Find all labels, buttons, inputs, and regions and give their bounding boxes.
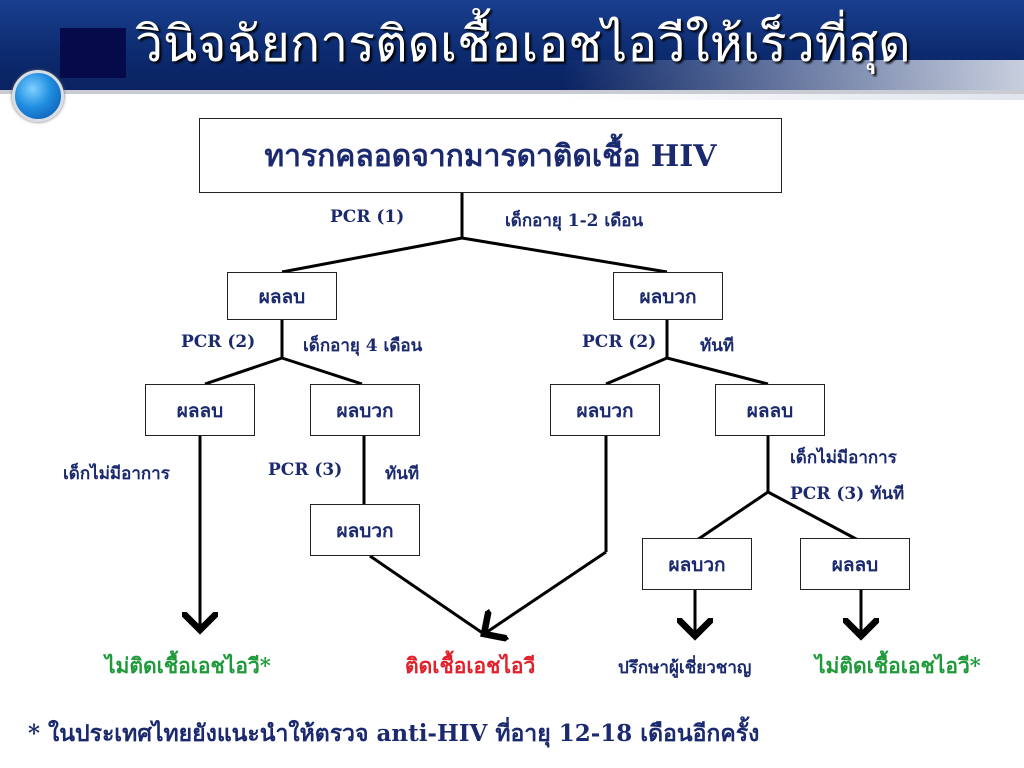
node-negative-l3d: ผลลบ [800,538,910,590]
immediately-right-label: ทันที [700,336,735,356]
pcr1-label: PCR (1) [330,207,405,227]
outcome-not-infected-right: ไม่ติดเชื้อเอชไอวี* [815,653,981,678]
pcr3-mid-label: PCR (3) [268,460,343,480]
pcr2-right-label: PCR (2) [582,332,657,352]
outcome-consult-specialist: ปรึกษาผู้เชี่ยวชาญ [618,658,752,678]
outcome-infected: ติดเชื้อเอชไอวี [405,653,536,678]
node-negative-l1: ผลลบ [227,272,337,320]
banner-square-decoration [60,28,126,78]
pcr2-left-label: PCR (2) [181,332,256,352]
node-positive-l3d: ผลบวก [642,538,752,590]
root-box: ทารกคลอดจากมารดาติดเชื้อ HIV [199,118,782,193]
no-symptom-left-label: เด็กไม่มีอาการ [63,464,170,484]
age-4-label: เด็กอายุ 4 เดือน [303,336,423,356]
age-1-2-label: เด็กอายุ 1-2 เดือน [505,211,644,231]
footnote: * ในประเทศไทยยังแนะนำให้ตรวจ anti-HIV ที… [28,720,760,747]
node-positive-l2b: ผลบวก [310,384,420,436]
node-positive-l1: ผลบวก [613,272,723,320]
header-rule [0,90,1024,94]
no-symptom-right-label: เด็กไม่มีอาการ [790,448,897,468]
blue-orb-icon [12,70,64,122]
pcr3-right-label: PCR (3) ทันที [790,484,905,504]
slide-title: วินิจฉัยการติดเชื้อเอชไอวีให้เร็วที่สุด [135,15,911,73]
node-negative-l2d: ผลลบ [715,384,825,436]
node-positive-l3b: ผลบวก [310,504,420,556]
node-positive-l2c: ผลบวก [550,384,660,436]
immediately-mid-label: ทันที [385,464,420,484]
outcome-not-infected-left: ไม่ติดเชื้อเอชไอวี* [105,653,271,678]
node-negative-l2a: ผลลบ [145,384,255,436]
